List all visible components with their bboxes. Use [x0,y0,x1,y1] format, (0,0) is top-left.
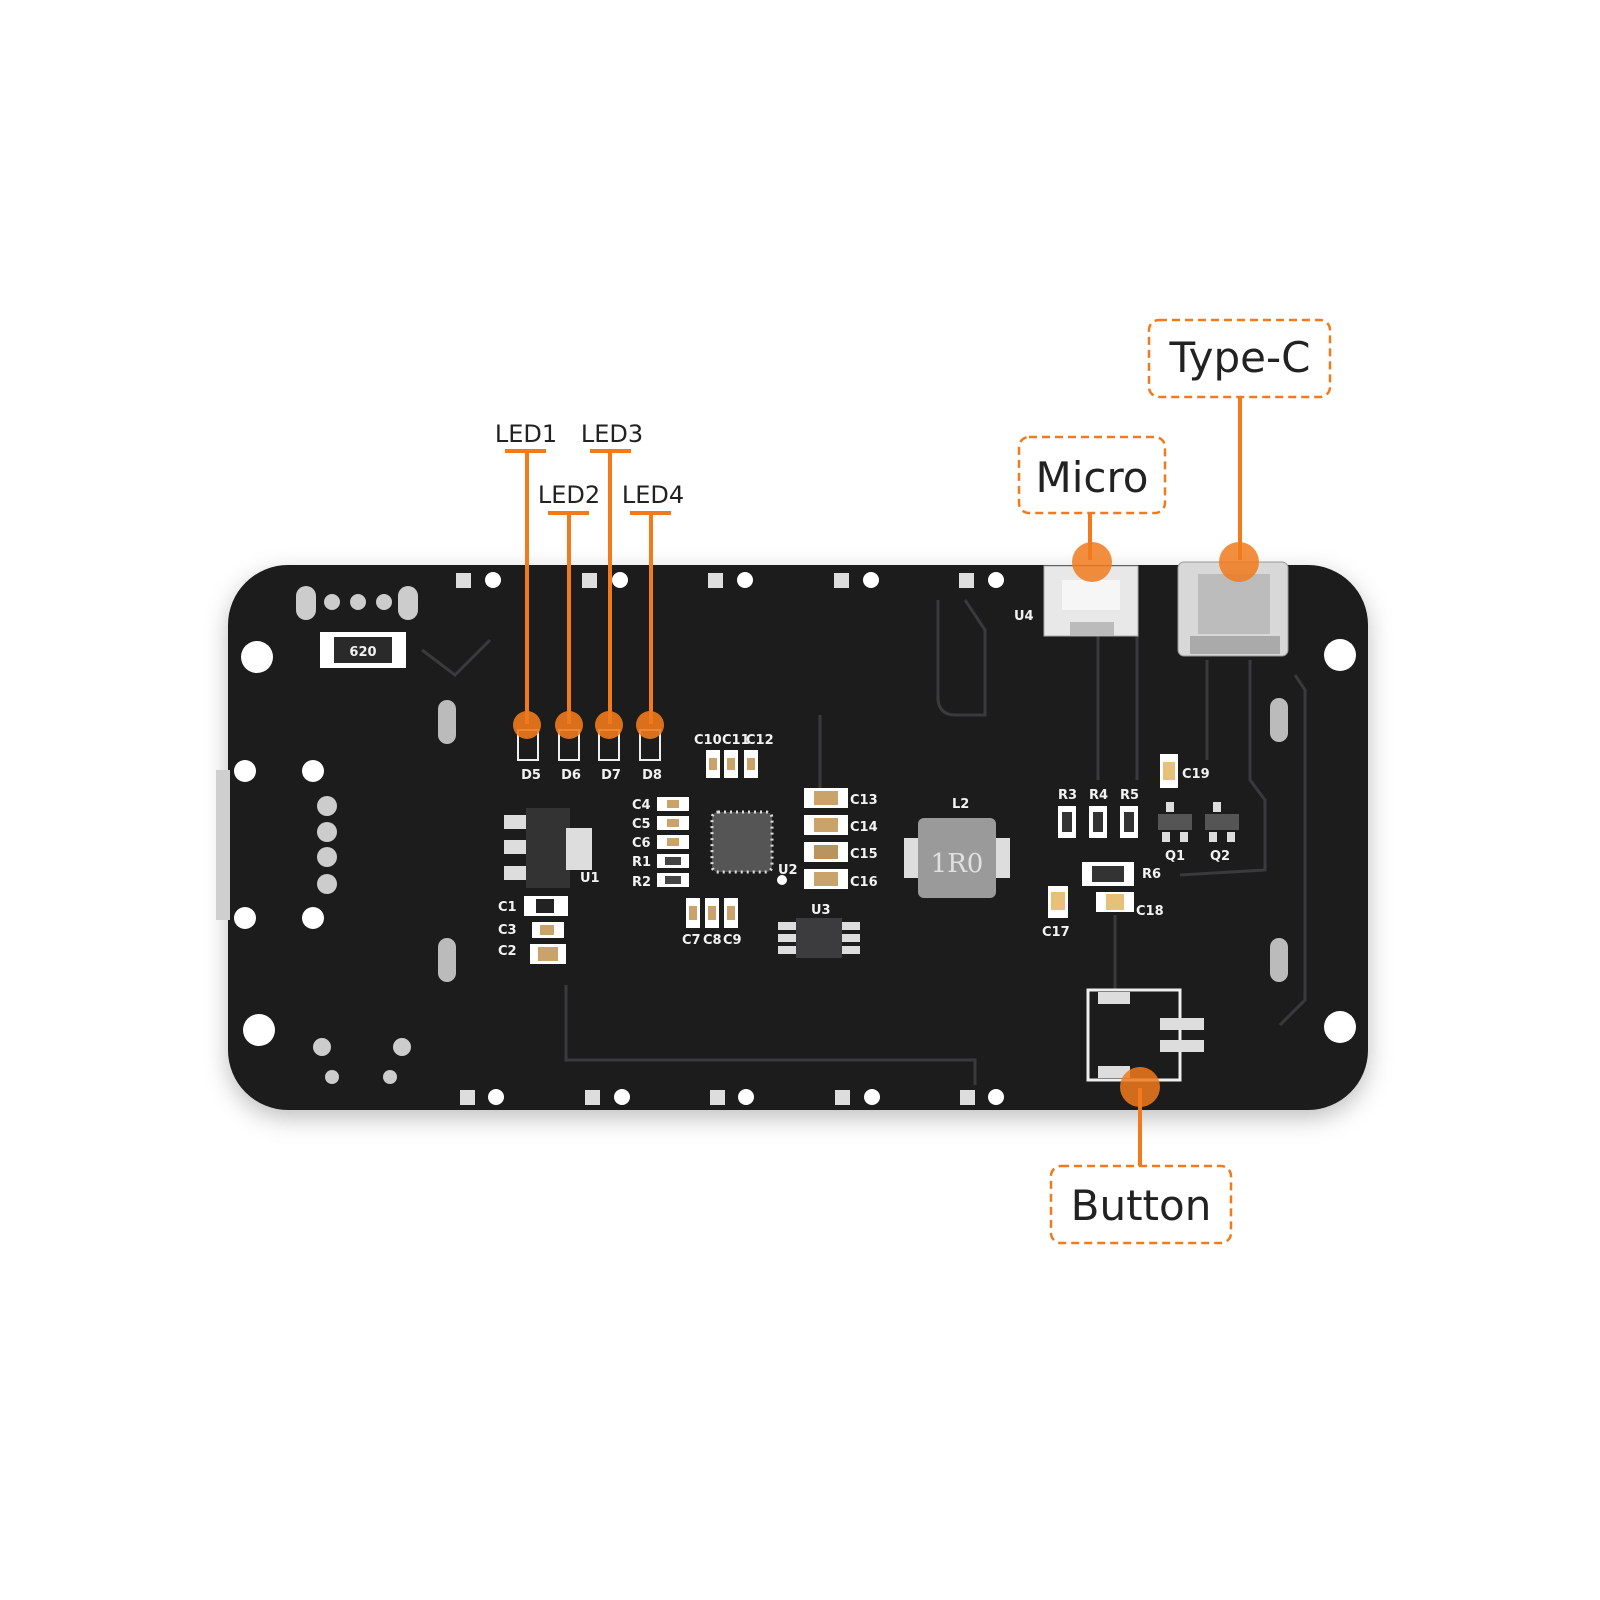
resistor-marking: 620 [349,645,376,660]
side-connector [216,770,230,920]
label-d5: D5 [521,768,541,783]
label-c13: C13 [850,793,878,808]
header-pads [296,586,418,1084]
type-c-callout-box [1147,318,1332,399]
label-c10: C10 [694,733,722,748]
callout-micro: Micro [1035,453,1148,502]
capacitors-c7-c9 [686,898,738,928]
marker-led2 [555,711,583,739]
marker-led4 [636,711,664,739]
button-callout-box [1049,1164,1233,1245]
passives-c4-r2 [657,797,689,887]
marker-led3 [595,711,623,739]
edge-pads [456,572,1004,1105]
inductor-marking: 1R0 [931,849,984,879]
label-c7: C7 [682,933,701,948]
led-callout-lines [505,397,1242,1166]
label-r6: R6 [1142,867,1161,882]
capacitors-c10-c12 [706,750,758,778]
label-u1: U1 [580,871,600,886]
regulator-u1 [504,808,592,888]
traces [421,599,1307,1085]
slots [438,698,1288,982]
label-c17: C17 [1042,925,1070,940]
callout-button: Button [1071,1181,1212,1230]
chip-u3 [778,918,860,958]
label-c11: C11 [722,733,750,748]
label-c3: C3 [498,923,517,938]
callout-type-c: Type-C [1169,333,1311,382]
capacitors-c1-c3-c2 [524,896,568,964]
label-c5: C5 [632,817,651,832]
label-c2: C2 [498,944,517,959]
label-r3: R3 [1058,788,1077,803]
pcb-board [228,565,1368,1110]
label-c18: C18 [1136,904,1164,919]
label-c8: C8 [703,933,722,948]
callout-led2: LED2 [538,481,600,509]
label-u3: U3 [811,903,831,918]
label-c4: C4 [632,798,651,813]
label-l2: L2 [952,797,969,812]
mounting-holes [234,639,1356,1046]
chip-u2 [710,810,787,885]
marker-dots [513,542,1259,1107]
label-q2: Q2 [1210,849,1230,864]
callout-led4: LED4 [622,481,684,509]
passives-right [1048,754,1239,918]
label-c15: C15 [850,847,878,862]
label-c1: C1 [498,900,517,915]
capacitors-c13-c16 [804,788,848,889]
micro-callout-box [1017,435,1167,515]
label-c6: C6 [632,836,651,851]
tactile-button [1086,988,1204,1082]
label-u4: U4 [1014,609,1034,624]
label-r1: R1 [632,855,651,870]
label-c19: C19 [1182,767,1210,782]
label-d7: D7 [601,768,621,783]
type-c-connector [1177,561,1289,657]
marker-micro [1072,542,1112,582]
label-c12: C12 [746,733,774,748]
label-d8: D8 [642,768,662,783]
label-u2: U2 [778,863,798,878]
inductor-l2 [904,818,1010,898]
callout-led1: LED1 [495,420,557,448]
label-c9: C9 [723,933,742,948]
marker-type-c [1219,542,1259,582]
label-q1: Q1 [1165,849,1185,864]
label-c14: C14 [850,820,878,835]
marker-led1 [513,711,541,739]
marker-button [1120,1067,1160,1107]
label-r2: R2 [632,875,651,890]
callout-led3: LED3 [581,420,643,448]
label-d6: D6 [561,768,581,783]
label-r4: R4 [1089,788,1108,803]
label-c16: C16 [850,875,878,890]
label-r5: R5 [1120,788,1139,803]
